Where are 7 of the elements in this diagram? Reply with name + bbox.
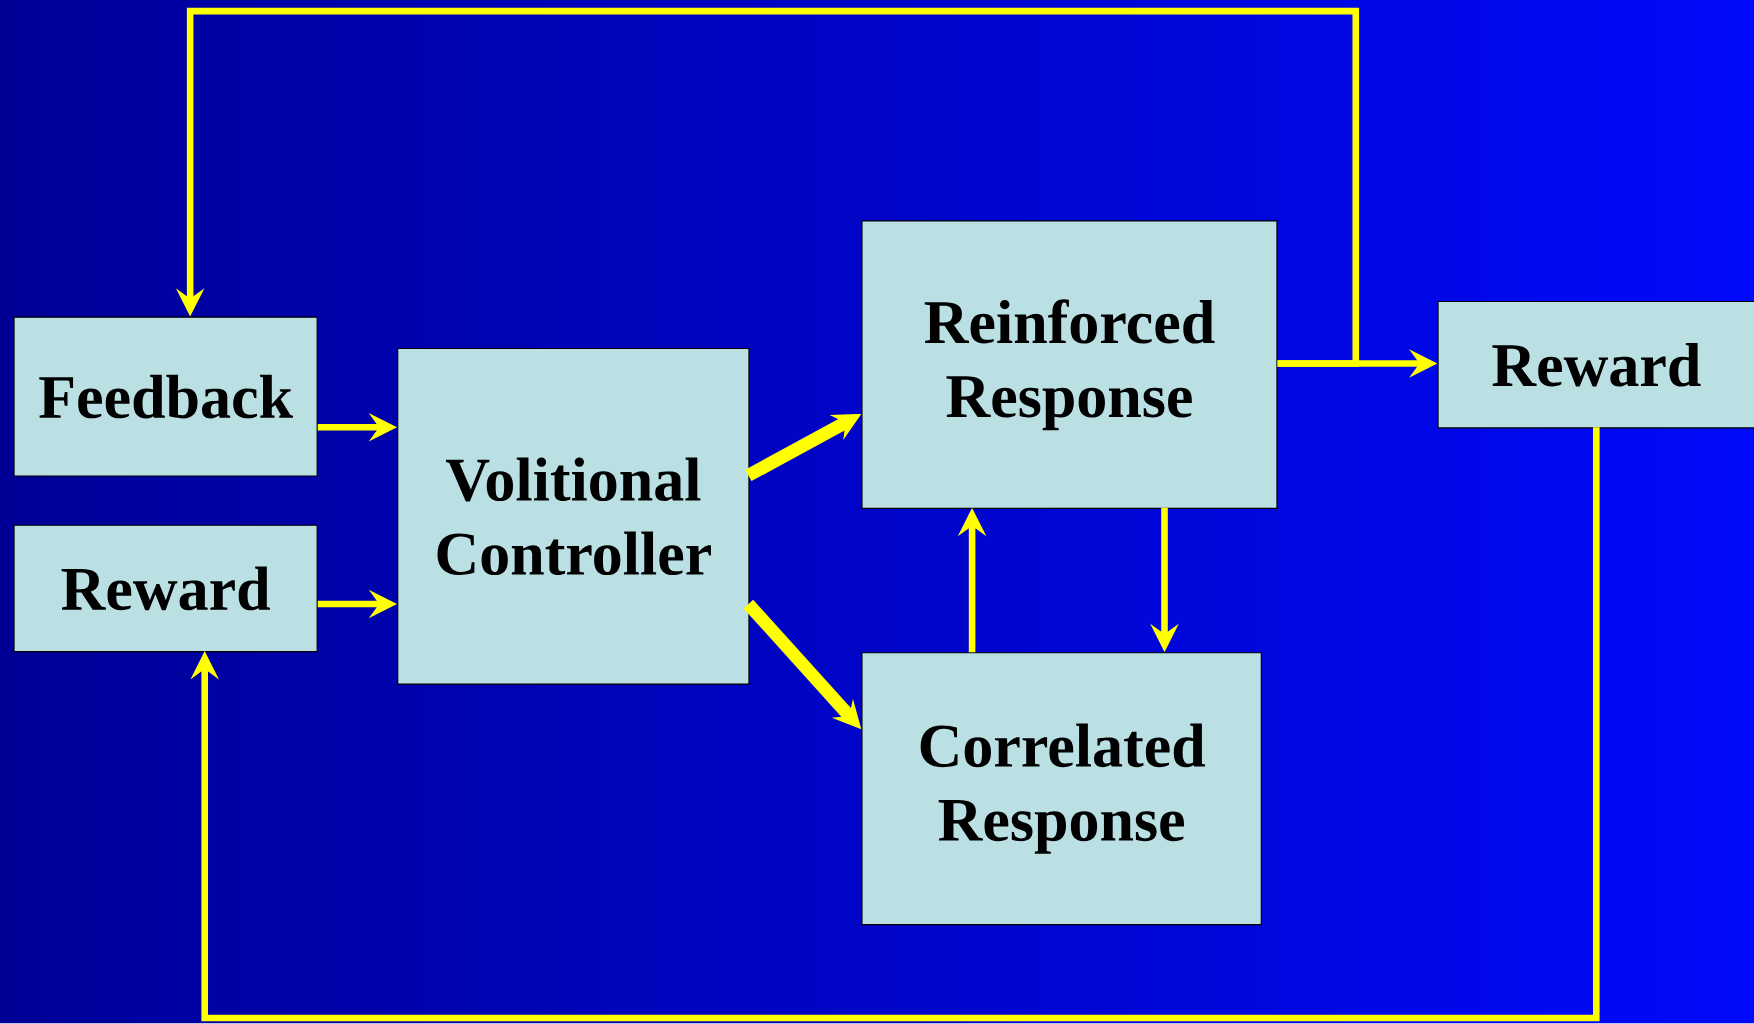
process-box: Reward [13, 524, 318, 653]
process-box: Feedback [13, 316, 318, 477]
process-box: Correlated Response [861, 652, 1262, 926]
process-box: Reinforced Response [861, 220, 1278, 510]
process-box: Volitional Controller [397, 348, 750, 685]
arrow [190, 427, 1600, 1022]
process-box: Reward [1437, 301, 1754, 429]
